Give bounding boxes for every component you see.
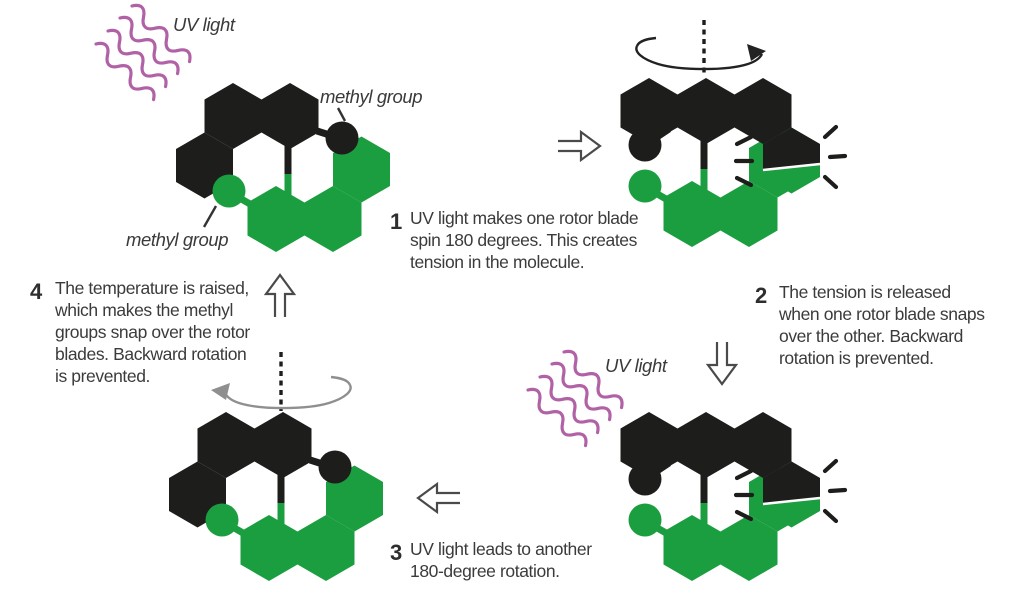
transition-arrow-down [706,340,738,386]
molecule-stage-3 [621,412,846,581]
step-number-4: 4 [30,279,43,304]
step-caption-line: over the other. Backward [779,326,963,346]
step-caption-3: UV light leads to another 180-degree rot… [410,539,593,581]
methyl-pointer-line-top [336,107,347,122]
methyl-pointer-line-bottom [202,205,218,228]
step-caption-line: spin 180 degrees. This creates [410,230,638,250]
step-caption-line: The tension is released [779,282,951,302]
step-caption-line: which makes the methyl [54,300,233,320]
molecule-stage-4 [169,412,383,581]
step-caption-line: UV light makes one rotor blade [410,208,638,228]
transition-arrow-up [264,273,296,319]
step-caption-line: blades. Backward rotation [55,344,246,364]
step-caption-line: UV light leads to another [410,539,592,559]
uv-light-label-1: UV light [173,14,236,35]
step-caption-line: when one rotor blade snaps [778,304,985,324]
step-number-3: 3 [390,540,402,565]
step-caption-2: The tension is released when one rotor b… [778,282,986,368]
transition-arrow-right [556,130,602,162]
uv-light-label-3: UV light [605,355,668,376]
step-caption-line: The temperature is raised, [55,278,249,298]
methyl-group-label-top: methyl group [320,86,422,107]
methyl-group-label-bottom: methyl group [126,229,228,250]
step-number-2: 2 [755,283,767,308]
step-caption-line: rotation is prevented. [779,348,934,368]
step-caption-line: tension in the molecule. [410,252,584,272]
step-caption-1: UV light makes one rotor blade spin 180 … [410,208,639,272]
step-caption-line: groups snap over the rotor [55,322,250,342]
rotation-arrow-ccw [211,375,352,410]
molecule-stage-2 [621,78,846,247]
step-number-1: 1 [390,209,402,234]
step-caption-line: is prevented. [55,366,150,386]
step-caption-line: 180-degree rotation. [410,561,560,581]
transition-arrow-left [416,482,462,514]
step-caption-4: The temperature is raised, which makes t… [54,278,251,386]
rotation-arrow-cw [635,36,766,71]
molecule-stage-1 [176,83,390,252]
